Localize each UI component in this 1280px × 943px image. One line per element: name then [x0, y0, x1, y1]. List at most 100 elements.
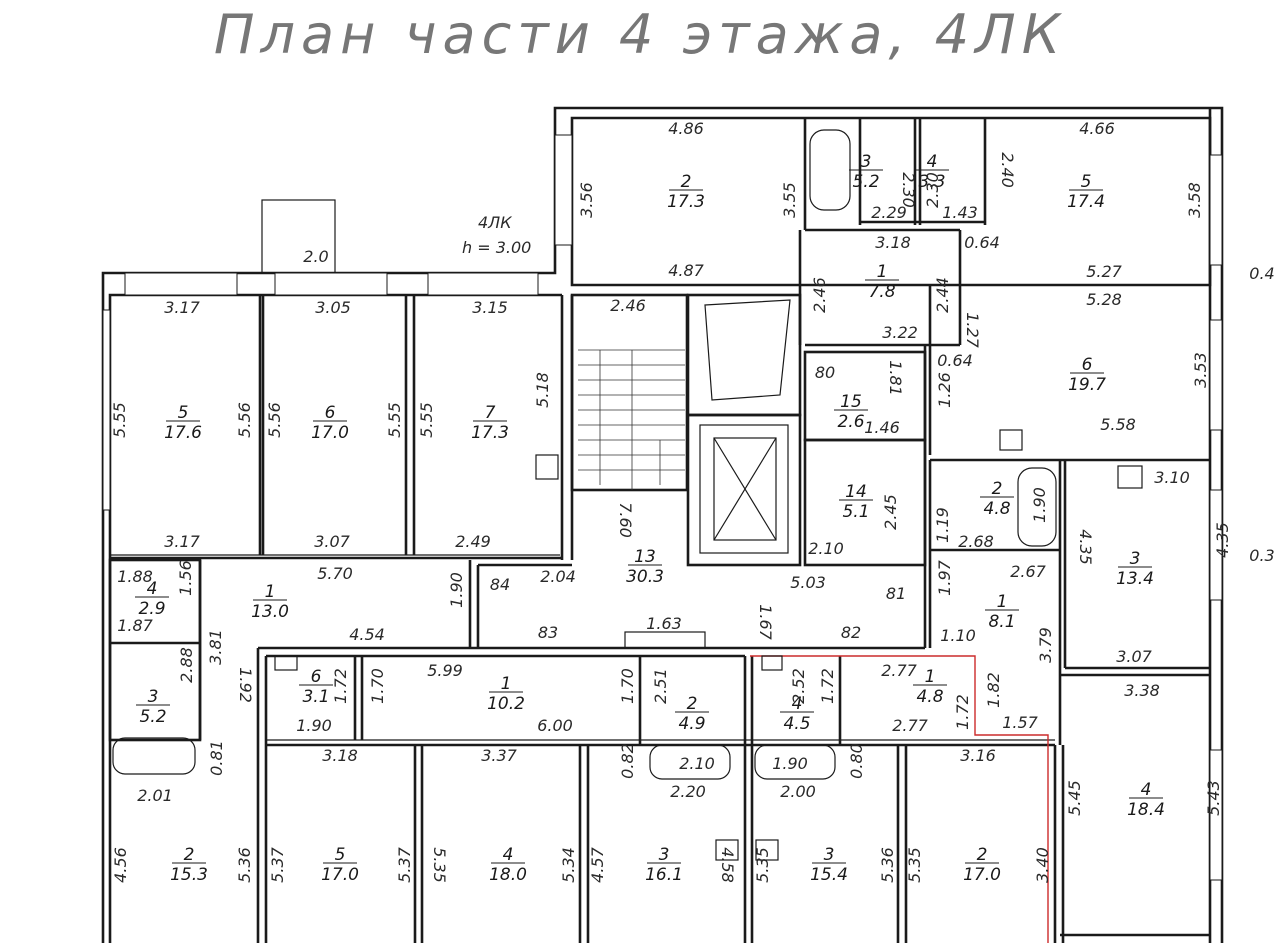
room-label: 217.3	[667, 172, 705, 212]
dimension-label: 3.37	[481, 746, 517, 765]
dimension-label: 2.04	[540, 567, 576, 586]
dimension-label: 5.35	[430, 847, 449, 883]
room-number: 3	[1130, 549, 1141, 569]
dimension-label: 1.19	[933, 507, 952, 543]
dimension-label: 5.18	[533, 372, 552, 408]
dimension-label: 2.77	[881, 661, 917, 680]
room-number: 2	[681, 172, 692, 192]
room-number: 3	[659, 845, 670, 865]
room-number: 5	[335, 845, 346, 865]
dimension-label: 5.99	[427, 661, 463, 680]
dimension-label: 1.97	[935, 559, 954, 595]
room-area: 2.6	[837, 412, 864, 432]
room-label: 63.1	[299, 667, 333, 707]
dimension-label: 2.10	[679, 754, 715, 773]
dimension-label: 5.34	[559, 847, 578, 883]
room-label: 44.5	[780, 694, 814, 734]
dimension-label: 5.45	[1065, 780, 1084, 816]
room-number: 6	[1082, 355, 1093, 375]
dimension-label: 5.55	[417, 402, 436, 438]
dimension-label: 1.57	[1002, 713, 1038, 732]
room-number: 1	[501, 674, 512, 694]
block-height: h = 3.00	[462, 238, 531, 257]
room-label: 113.0	[251, 582, 289, 622]
room-label: 14.8	[913, 667, 947, 707]
room-area: 5.2	[852, 172, 879, 192]
dimension-label: 1.27	[963, 312, 982, 348]
dimension-label: 5.56	[235, 402, 254, 438]
room-area: 17.0	[963, 865, 1001, 885]
dimension-label: 3.07	[314, 532, 350, 551]
dimension-label: 5.56	[265, 402, 284, 438]
dimension-label: 3.81	[206, 629, 225, 665]
room-number: 4	[792, 694, 803, 714]
dimension-label: 0.4	[1249, 264, 1274, 283]
walls	[101, 106, 1224, 943]
room-number: 2	[977, 845, 988, 865]
room-area: 5.2	[139, 707, 166, 727]
dimension-label: 3.07	[1116, 647, 1152, 666]
room-number: 6	[311, 667, 322, 687]
dimension-label: 5.03	[790, 573, 826, 592]
dimension-label: 4.57	[588, 846, 607, 882]
dimension-label: 1.10	[940, 626, 976, 645]
dimension-label: 1.92	[236, 667, 255, 703]
room-label: 316.1	[645, 845, 683, 885]
dimension-label: 3.16	[960, 746, 996, 765]
room-area: 17.0	[321, 865, 359, 885]
dimension-label: 5.55	[385, 402, 404, 438]
dimension-label: 3.22	[882, 323, 918, 342]
dimension-label: 82	[841, 623, 861, 642]
room-area: 5.1	[842, 502, 869, 522]
dimension-label: 1.46	[864, 418, 900, 437]
room-area: 13.0	[251, 602, 289, 622]
dimension-label: 3.55	[780, 182, 799, 218]
dimension-label: 5.55	[110, 402, 129, 438]
room-number: 4	[147, 579, 158, 599]
room-number: 1	[997, 592, 1008, 612]
room-label: 35.2	[849, 152, 883, 192]
dimension-label: 3.18	[322, 746, 358, 765]
dimension-label: 5.27	[1086, 262, 1122, 281]
room-label: 110.2	[487, 674, 525, 714]
room-number: 2	[687, 694, 698, 714]
dimension-label: 2.01	[137, 786, 173, 805]
fixtures	[112, 129, 1143, 861]
dimension-label: 3.53	[1191, 352, 1210, 388]
dimension-label: 2.46	[610, 296, 646, 315]
room-number: 2	[184, 845, 195, 865]
room-label: 517.0	[321, 845, 359, 885]
dimension-label: 2.49	[455, 532, 491, 551]
room-number: 2	[992, 479, 1003, 499]
dimension-label: 2.0	[303, 247, 328, 266]
dimension-label: 5.36	[235, 847, 254, 883]
room-area: 7.8	[868, 282, 895, 302]
room-label: 152.6	[834, 392, 868, 432]
dimension-label: 4.87	[668, 261, 704, 280]
room-area: 4.9	[678, 714, 705, 734]
room-label: 145.1	[839, 482, 873, 522]
room-number: 6	[325, 403, 336, 423]
room-area: 15.4	[810, 865, 848, 885]
dimension-label: 1.90	[447, 572, 466, 608]
room-area: 18.4	[1127, 800, 1165, 820]
room-area: 17.4	[1067, 192, 1105, 212]
room-number: 5	[1081, 172, 1092, 192]
room-number: 1	[877, 262, 888, 282]
dimension-label: 2.77	[892, 716, 928, 735]
dimension-label: 4.35	[1213, 522, 1232, 558]
dimension-label: 3.15	[472, 298, 508, 317]
dimension-label: 1.72	[953, 694, 972, 730]
dimension-label: 2.68	[958, 532, 994, 551]
room-number: 3	[861, 152, 872, 172]
dimension-label: 1.63	[646, 614, 682, 633]
dimension-label: 4.66	[1079, 119, 1115, 138]
room-area: 17.0	[311, 423, 349, 443]
room-area: 13.4	[1116, 569, 1154, 589]
room-label: 215.3	[170, 845, 208, 885]
dimension-label: 84	[490, 575, 510, 594]
